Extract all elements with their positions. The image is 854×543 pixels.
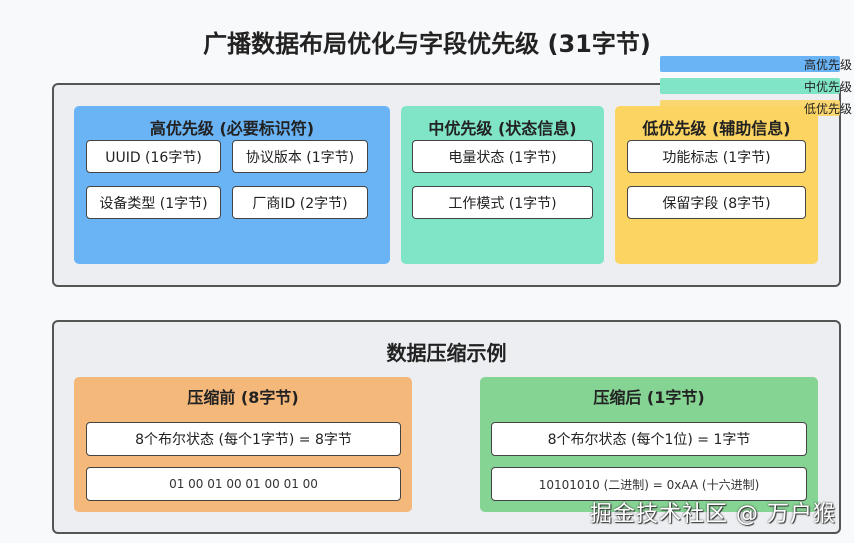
before-title: 压缩前 (8字节): [187, 388, 299, 407]
high-priority-group: 高优先级 (必要标识符): [74, 106, 390, 264]
field-work-mode: 工作模式 (1字节): [412, 186, 593, 219]
field-protocol-version: 协议版本 (1字节): [232, 140, 368, 173]
after-data: 10101010 (二进制) = 0xAA (十六进制): [491, 467, 807, 501]
legend-swatch-mid: [660, 78, 840, 94]
field-vendor-id: 厂商ID (2字节): [232, 186, 368, 219]
legend-label-mid: 中优先级: [803, 80, 852, 94]
watermark: 掘金技术社区 @ 万户猴: [590, 502, 836, 527]
after-desc: 8个布尔状态 (每个1位) = 1字节: [491, 422, 807, 456]
group-title: 高优先级 (必要标识符): [149, 119, 315, 138]
compression-title: 数据压缩示例: [386, 341, 507, 365]
group-title: 低优先级 (辅助信息): [642, 119, 791, 138]
legend-swatch-low: [660, 100, 840, 116]
field-uuid: UUID (16字节): [86, 140, 221, 173]
legend-swatch-high: [660, 56, 840, 72]
legend-label-low: 低优先级: [803, 102, 852, 116]
page-title: 广播数据布局优化与字段优先级 (31字节): [203, 30, 651, 58]
low-priority-group: 低优先级 (辅助信息): [615, 106, 818, 264]
legend-label-high: 高优先级: [803, 58, 852, 72]
group-title: 中优先级 (状态信息): [428, 119, 577, 138]
before-desc: 8个布尔状态 (每个1字节) = 8字节: [86, 422, 401, 456]
before-data: 01 00 01 00 01 00 01 00: [86, 467, 401, 501]
field-reserved: 保留字段 (8字节): [627, 186, 806, 219]
field-battery: 电量状态 (1字节): [412, 140, 593, 173]
field-device-type: 设备类型 (1字节): [86, 186, 221, 219]
mid-priority-group: 中优先级 (状态信息): [401, 106, 604, 264]
after-title: 压缩后 (1字节): [593, 388, 705, 407]
field-feature-flags: 功能标志 (1字节): [627, 140, 806, 173]
